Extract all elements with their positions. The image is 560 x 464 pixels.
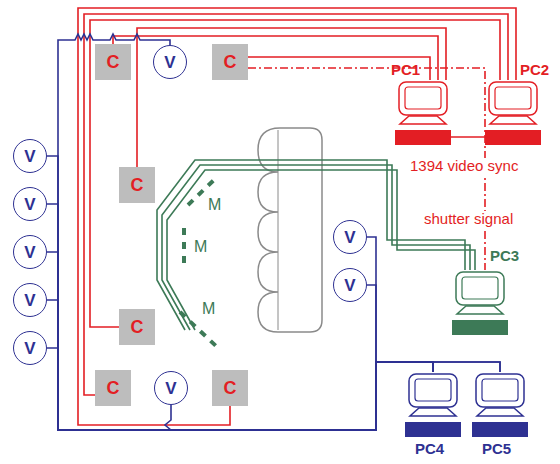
monitor-icon [395, 80, 451, 125]
mirror-label: M [194, 238, 207, 256]
cable [137, 28, 446, 167]
cable [47, 156, 433, 430]
camera-label: C [224, 379, 237, 397]
monitor-screen [495, 87, 531, 109]
signal-label: 1394 video sync [408, 158, 520, 175]
mirror-label: M [202, 300, 215, 318]
monitor-screen [482, 379, 518, 401]
camera-label: C [131, 176, 144, 194]
camera-label: C [131, 318, 144, 336]
monitor-base [410, 408, 456, 416]
computer-bar [452, 320, 508, 335]
camera-box: C [95, 370, 131, 406]
computer-label: PC2 [520, 62, 549, 77]
mirror-cable [157, 160, 475, 330]
computer-bar [485, 130, 541, 145]
cable [113, 36, 438, 80]
subject-object [258, 128, 322, 332]
cable [451, 136, 485, 138]
cable [47, 300, 433, 430]
computer-label: PC4 [415, 441, 444, 456]
cable [58, 34, 433, 430]
monitor-base [400, 116, 446, 124]
monitor-icon [405, 372, 461, 417]
monitor-case [476, 374, 524, 407]
computer-bar [472, 422, 528, 437]
video-circle: V [13, 235, 47, 269]
computer: PC1 [395, 80, 451, 145]
cable [84, 14, 508, 395]
computer-label: PC5 [482, 441, 511, 456]
monitor-icon [452, 270, 508, 315]
computer-label: PC3 [490, 248, 519, 263]
video-label: V [24, 340, 35, 357]
monitor-screen [415, 379, 451, 401]
video-circle: V [13, 187, 47, 221]
camera-box: C [212, 44, 248, 80]
video-label: V [24, 292, 35, 309]
monitor-screen [405, 87, 441, 109]
cable [47, 252, 433, 430]
video-label: V [24, 196, 35, 213]
computer-label: PC1 [391, 62, 420, 77]
monitor-icon [472, 372, 528, 417]
computer: PC3 [452, 270, 508, 335]
computer-bar [395, 130, 451, 145]
computer: PC4 [405, 372, 461, 437]
video-label: V [344, 277, 355, 294]
video-circle: V [333, 268, 367, 302]
video-label: V [165, 380, 176, 397]
monitor-base [457, 306, 503, 314]
camera-box: C [95, 44, 131, 80]
monitor-case [456, 272, 504, 305]
cable [248, 57, 430, 80]
cable [47, 348, 433, 430]
computer-bar [405, 422, 461, 437]
monitor-case [399, 82, 447, 115]
computer: PC5 [472, 372, 528, 437]
mirror-label: M [208, 196, 221, 214]
video-circle: V [333, 220, 367, 254]
signal-label: shutter signal [422, 211, 515, 228]
monitor-base [490, 116, 536, 124]
cable [78, 8, 516, 425]
camera-label: C [224, 53, 237, 71]
camera-box: C [119, 167, 155, 203]
monitor-case [409, 374, 457, 407]
monitor-base [477, 408, 523, 416]
cable [165, 362, 433, 430]
monitor-icon [485, 80, 541, 125]
video-circle: V [154, 371, 188, 405]
video-label: V [164, 54, 175, 71]
camera-label: C [107, 379, 120, 397]
video-circle: V [153, 45, 187, 79]
computer: PC2 [485, 80, 541, 145]
video-label: V [24, 244, 35, 261]
camera-box: C [119, 309, 155, 345]
video-circle: V [13, 139, 47, 173]
video-circle: V [13, 283, 47, 317]
camera-box: C [212, 370, 248, 406]
camera-label: C [107, 53, 120, 71]
video-label: V [24, 148, 35, 165]
video-label: V [344, 229, 355, 246]
video-circle: V [13, 331, 47, 365]
monitor-screen [462, 277, 498, 299]
monitor-case [489, 82, 537, 115]
cable [47, 204, 433, 430]
